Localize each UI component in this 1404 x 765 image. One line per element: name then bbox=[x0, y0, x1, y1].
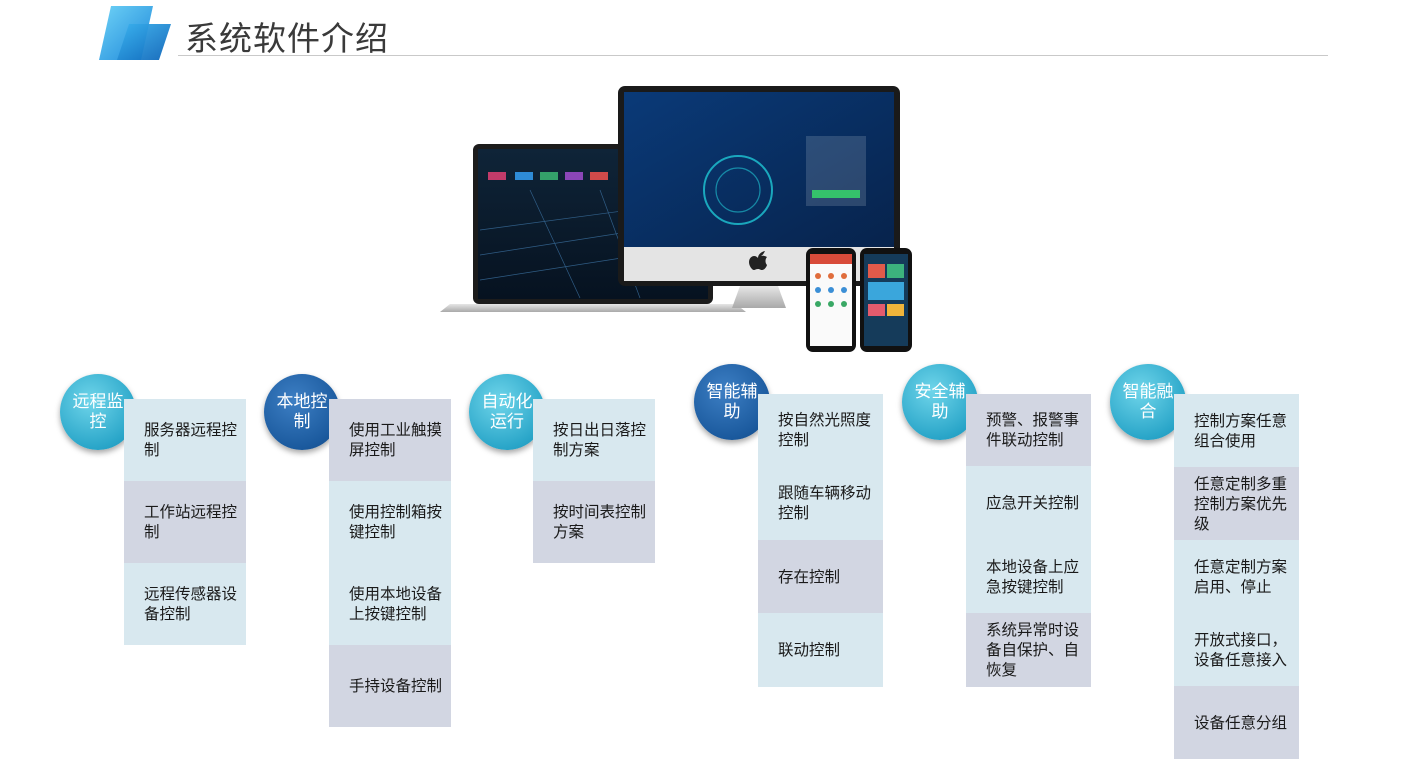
list-item: 远程传感器设备控制 bbox=[124, 563, 246, 645]
list-item: 开放式接口，设备任意接入 bbox=[1174, 613, 1299, 686]
header-logo-icon bbox=[99, 6, 171, 60]
list-item: 设备任意分组 bbox=[1174, 686, 1299, 759]
heading-smart-fusion: 智能融合 bbox=[1110, 364, 1186, 440]
list-item: 系统异常时设备自保护、自恢复 bbox=[966, 613, 1091, 687]
list-item: 联动控制 bbox=[758, 613, 883, 687]
list-item: 预警、报警事件联动控制 bbox=[966, 394, 1091, 466]
list-item: 本地设备上应急按键控制 bbox=[966, 540, 1091, 613]
list-item: 任意定制方案启用、停止 bbox=[1174, 540, 1299, 613]
list-item: 应急开关控制 bbox=[966, 466, 1091, 540]
list-item: 按日出日落控制方案 bbox=[533, 399, 655, 481]
title-divider bbox=[178, 55, 1328, 56]
list-item: 按自然光照度控制 bbox=[758, 394, 883, 466]
list-item: 任意定制多重控制方案优先级 bbox=[1174, 467, 1299, 540]
heading-remote-monitoring: 远程监控 bbox=[60, 374, 136, 450]
list-item: 工作站远程控制 bbox=[124, 481, 246, 563]
list-item: 使用工业触摸屏控制 bbox=[329, 399, 451, 481]
devices-illustration bbox=[440, 86, 912, 352]
list-item: 手持设备控制 bbox=[329, 645, 451, 727]
list-item: 使用控制箱按键控制 bbox=[329, 481, 451, 563]
page-title: 系统软件介绍 bbox=[185, 19, 389, 58]
list-item: 使用本地设备上按键控制 bbox=[329, 563, 451, 645]
heading-safety-assist: 安全辅助 bbox=[902, 364, 978, 440]
heading-smart-assist: 智能辅助 bbox=[694, 364, 770, 440]
list-item: 服务器远程控制 bbox=[124, 399, 246, 481]
list-item: 控制方案任意组合使用 bbox=[1174, 394, 1299, 467]
list-item: 按时间表控制方案 bbox=[533, 481, 655, 563]
heading-automation: 自动化运行 bbox=[469, 374, 545, 450]
list-item: 跟随车辆移动控制 bbox=[758, 466, 883, 540]
heading-local-control: 本地控制 bbox=[264, 374, 340, 450]
list-item: 存在控制 bbox=[758, 540, 883, 613]
